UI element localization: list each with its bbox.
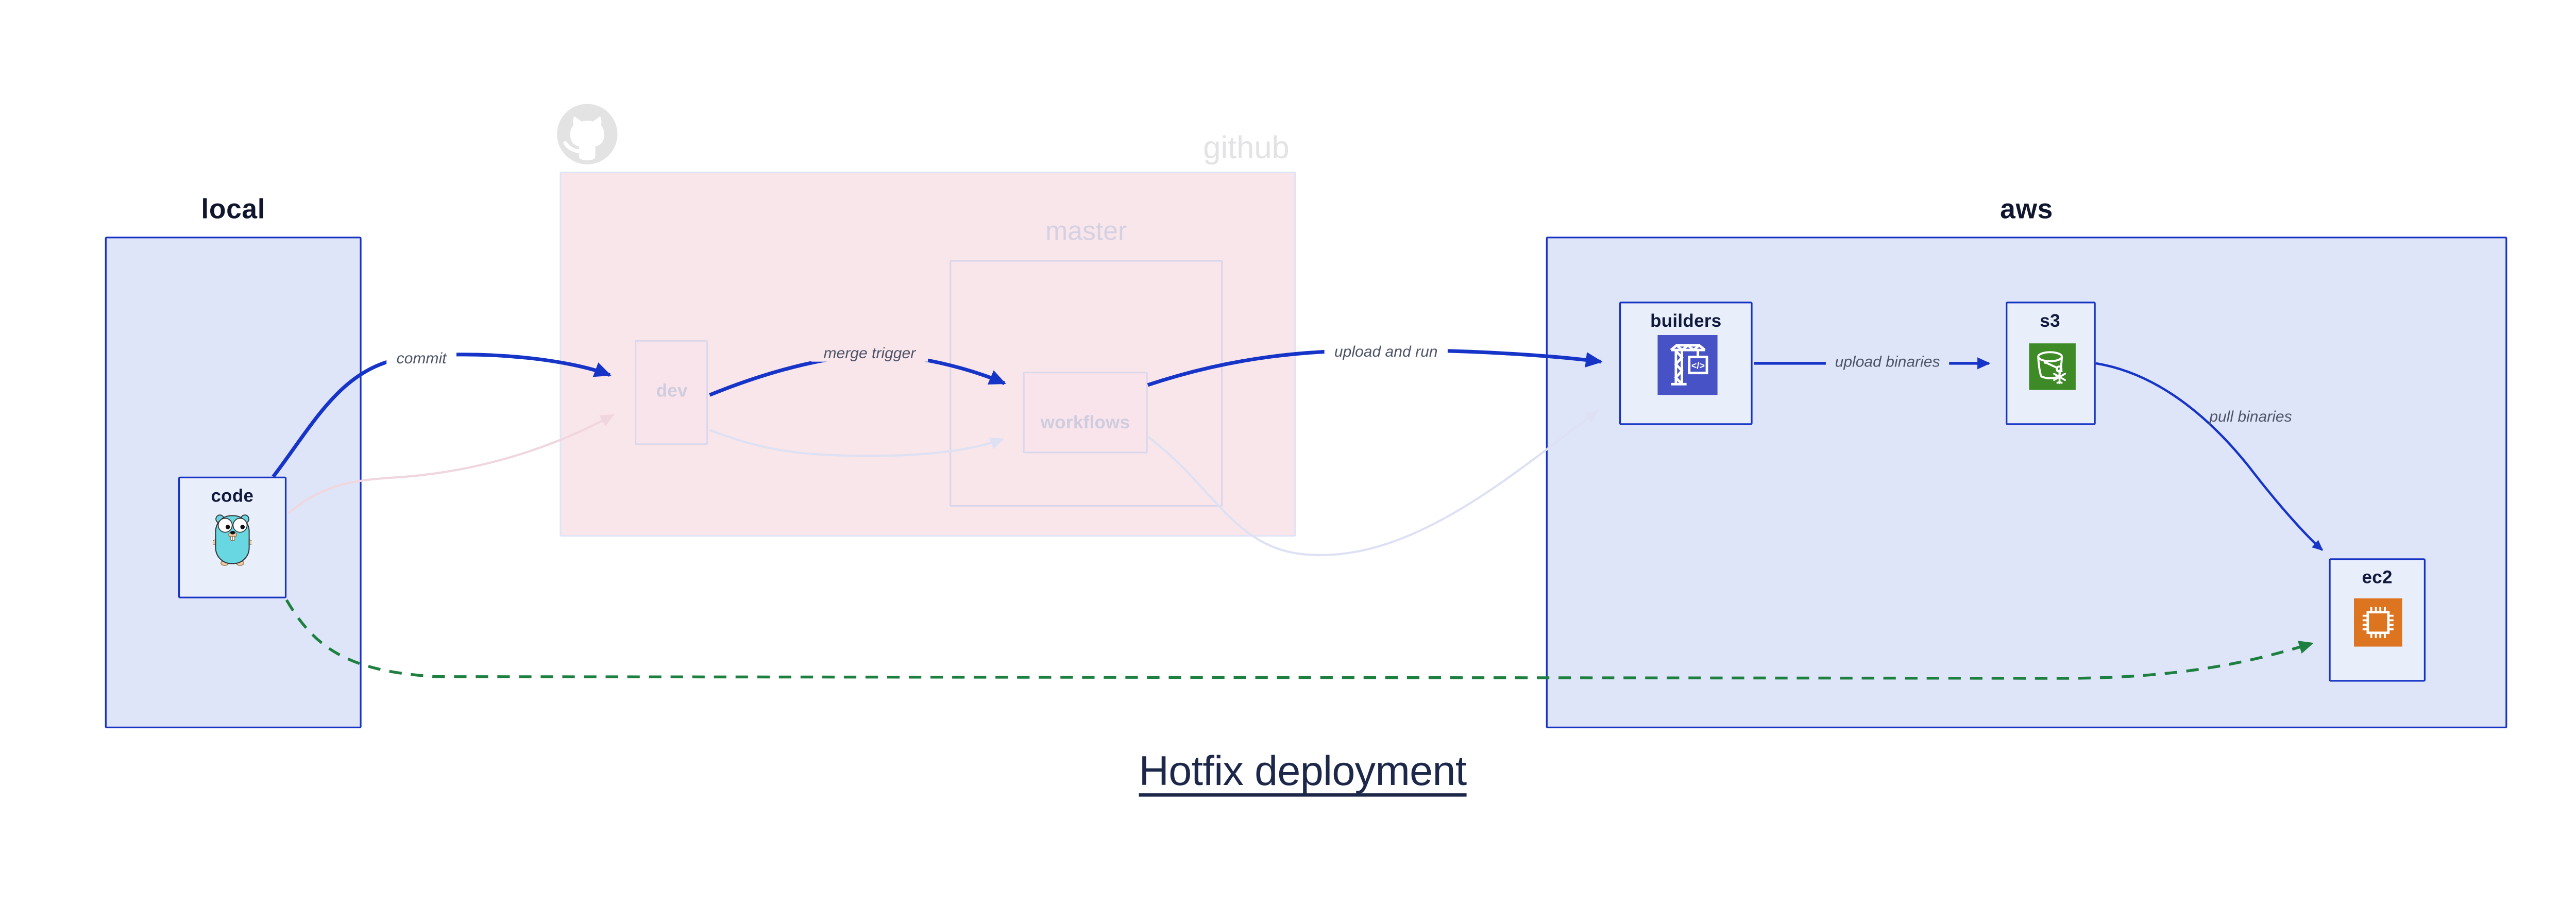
gopher-icon	[213, 513, 252, 565]
node-ec2-label: ec2	[2362, 568, 2393, 589]
node-dev: dev	[635, 339, 709, 445]
node-builders: builders </>	[1619, 302, 1753, 425]
s3-bucket-icon	[2029, 342, 2076, 390]
node-code: code	[177, 476, 287, 598]
diagram-title: Hotfix deployment	[1139, 748, 1467, 795]
ec2-chip-icon	[2354, 597, 2403, 646]
node-workflows: workflows	[1023, 372, 1148, 453]
codebuild-icon: </>	[1657, 335, 1718, 395]
node-ec2: ec2	[2328, 558, 2427, 682]
node-workflows-label: workflows	[1040, 413, 1130, 433]
aws-group-label: aws	[2000, 195, 2053, 225]
node-s3-label: s3	[2040, 311, 2060, 332]
edge-label-upload-and-run: upload and run	[1324, 343, 1448, 361]
master-branch-label: master	[1045, 218, 1127, 247]
octocat-icon	[557, 104, 618, 164]
edge-label-merge-trigger: merge trigger	[811, 345, 928, 362]
edge-label-commit: commit	[386, 350, 456, 368]
codebuild-code-glyph: </>	[1691, 361, 1705, 371]
local-group-label: local	[201, 195, 266, 225]
github-group-label: github	[1203, 131, 1290, 167]
edge-label-pull-binaries: pull binaries	[2209, 408, 2292, 425]
node-dev-label: dev	[656, 381, 688, 402]
edge-label-upload-binaries: upload binaries	[1825, 353, 1950, 371]
node-builders-label: builders	[1650, 311, 1722, 332]
node-s3: s3	[2005, 302, 2095, 425]
node-code-label: code	[211, 487, 254, 507]
